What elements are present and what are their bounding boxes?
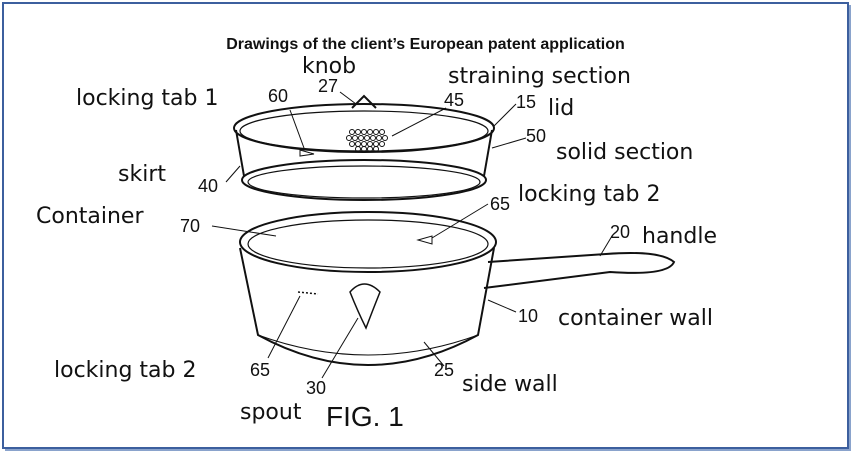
label-lid: lid [548,96,575,121]
pot-rim-outer [239,211,497,273]
leader-15 [493,103,517,127]
lid-skirt-left [235,129,245,177]
pot-handle [483,252,676,289]
locking-tab-2-top-mark [416,235,433,245]
pot-rim-inner [247,219,489,269]
numeral-65-bottom: 65 [250,360,271,380]
leader-40 [225,165,241,183]
lid-inner-rim [239,110,489,152]
skirt-ring-inner [247,165,481,199]
locking-tab-1-mark [299,149,315,157]
leader-50 [491,137,527,149]
leader-45 [391,107,447,137]
numeral-60: 60 [268,86,289,106]
spout-shape [349,283,381,330]
leader-27 [339,91,357,105]
numeral-40: 40 [198,176,219,196]
numeral-10: 10 [518,306,539,326]
label-locking-tab-2-top: locking tab 2 [518,182,661,207]
leader-25 [423,341,445,367]
label-knob: knob [302,54,357,79]
pot-body [239,247,495,366]
leader-10 [487,299,517,313]
leader-30 [321,317,359,379]
leader-65-top [431,203,489,239]
figure-label: FIG. 1 [326,401,404,432]
numeral-65-top: 65 [490,194,511,214]
label-locking-tab-2-bottom: locking tab 2 [54,358,197,383]
numeral-45: 45 [444,90,465,110]
skirt-ring-outer [241,159,487,201]
label-container: Container [36,204,144,229]
pot-base-line [257,334,479,356]
numeral-27: 27 [318,76,339,96]
label-container-wall: container wall [558,306,713,331]
leader-70 [211,225,277,237]
label-locking-tab-1: locking tab 1 [76,86,219,111]
leader-60 [289,109,305,149]
straining-section-holes [346,129,388,152]
numeral-15: 15 [516,92,537,112]
numeral-20: 20 [610,222,631,242]
leader-65-bottom [267,295,301,359]
numeral-50: 50 [526,126,547,146]
label-side-wall: side wall [462,372,558,397]
label-spout: spout [240,400,302,425]
label-handle: handle [642,224,717,249]
drawing-title: Drawings of the client’s European patent… [226,36,625,53]
label-solid-section: solid section [556,140,694,165]
label-skirt: skirt [118,162,166,187]
lid-skirt-right [483,129,493,177]
label-straining-section: straining section [448,64,631,89]
leader-20 [599,235,613,257]
knob-shape [351,94,377,109]
numeral-25: 25 [434,360,455,380]
numeral-70: 70 [180,216,201,236]
locking-tab-2-bottom-mark [297,291,319,295]
numeral-30: 30 [306,378,327,398]
